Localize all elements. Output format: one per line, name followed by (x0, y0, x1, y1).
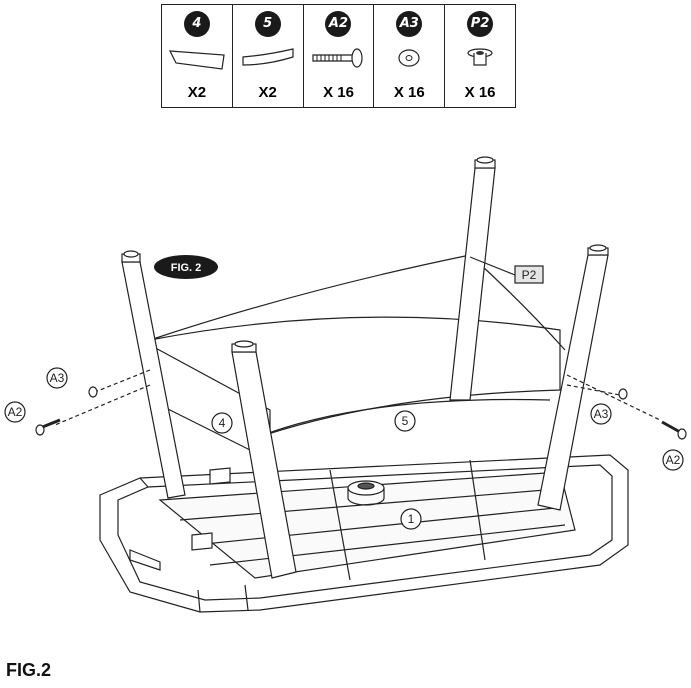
a2-left-text: A2 (8, 405, 23, 419)
p2-callout-text: P2 (522, 268, 537, 282)
bolt-left (35, 418, 61, 436)
part-qty: X 16 (393, 84, 425, 101)
fig-badge (154, 255, 218, 279)
washer-left (88, 386, 98, 398)
fig-badge-text: FIG. 2 (171, 262, 202, 274)
leg-front-right (537, 244, 609, 511)
p2-callout-box (514, 265, 544, 284)
part-id-badge: 4 (183, 11, 210, 37)
part-cell: 5 X2 (231, 4, 304, 108)
part-1-callout (400, 508, 422, 530)
washer-right (618, 388, 628, 400)
part-cell: 4 X2 (161, 4, 233, 108)
part-qty: X2 (187, 84, 207, 101)
tee-nut-icon (467, 48, 493, 66)
a2-right-callout (662, 449, 684, 471)
part-1-text: 1 (408, 512, 415, 526)
a3-left-text: A3 (50, 371, 65, 385)
part-cell: P2 X 16 (444, 4, 516, 108)
leg-back-left (121, 250, 186, 499)
curved-panel-icon (168, 50, 225, 70)
center-hub (347, 480, 385, 506)
washer-icon (398, 49, 420, 67)
part-5-callout (394, 410, 416, 432)
a3-left-callout (46, 367, 68, 389)
bolt-right (661, 420, 687, 440)
part-id-badge: 5 (254, 11, 281, 37)
part-qty: X 16 (323, 84, 354, 101)
leg-front-left (231, 340, 297, 579)
assembly-guides (54, 369, 661, 426)
part-id-badge: P2 (467, 11, 494, 37)
part-qty: X 16 (464, 84, 496, 101)
leg-back-right (449, 156, 496, 401)
part-cell: A2 X 16 (302, 4, 375, 108)
a3-right-text: A3 (594, 407, 609, 421)
part-5-text: 5 (402, 414, 409, 428)
part-4-text: 4 (219, 416, 226, 430)
part-cell: A3 X 16 (373, 4, 446, 108)
part-qty: X2 (258, 84, 277, 101)
a2-left-callout (4, 401, 26, 423)
figure-label: FIG.2 (6, 660, 52, 680)
a3-right-callout (590, 403, 612, 425)
curved-panel-icon (242, 48, 294, 66)
part-id-badge: A2 (325, 11, 352, 37)
parts-table: 4 X2 5 X2 A2 X 16 A3 (161, 4, 516, 108)
p2-leader (469, 256, 516, 276)
bolt-icon (312, 48, 364, 68)
part-4-callout (211, 412, 233, 434)
a2-right-text: A2 (666, 453, 681, 467)
part-id-badge: A3 (396, 11, 423, 37)
